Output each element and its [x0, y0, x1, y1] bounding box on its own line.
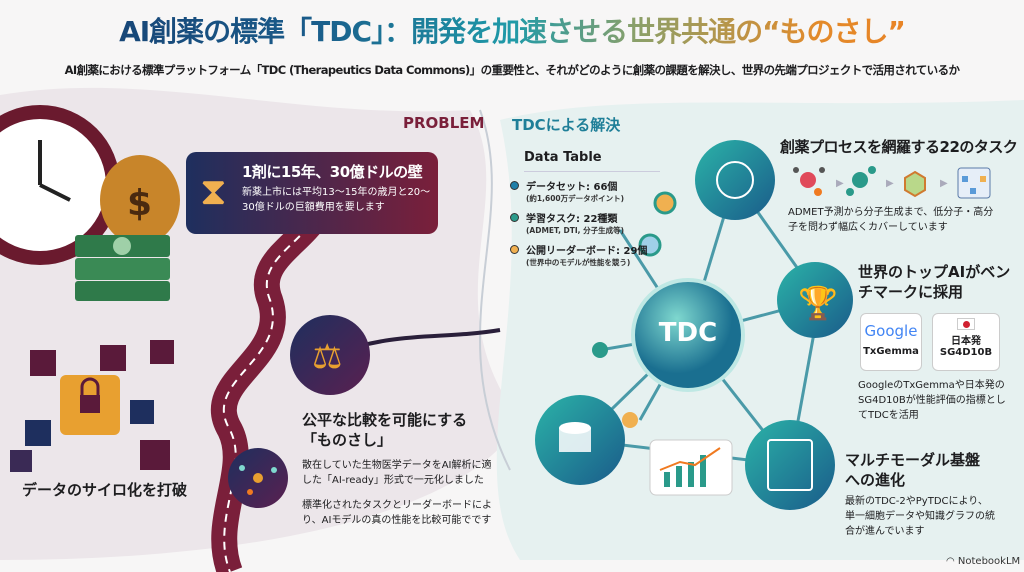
cost-desc: 新薬上市には平均13〜15年の歳月と20〜30億ドルの巨額費用を要します [242, 187, 431, 213]
data-table-item: 公開リーダーボード: 29個(世界中のモデルが性能を競う) [510, 242, 660, 268]
svg-text:▶: ▶ [886, 178, 894, 189]
benchmark-desc: GoogleのTxGemmaや日本発のSG4D10Bが性能評価の指標としてTDC… [858, 380, 1006, 421]
multimodal-desc: 最新のTDC-2やPyTDCにより、単一細胞データや知識グラフの統合が進んでいま… [845, 496, 995, 537]
ruler-desc-2: 標準化されたタスクとリーダーボードにより、AIモデルの真の性能を比較可能でです [302, 500, 492, 526]
sg4d10b-card: 日本発 SG4D10B [932, 313, 1000, 371]
notebooklm-logo-icon: ◠ [946, 556, 958, 567]
molecule-pipeline-icons: ▶ ▶ ▶ [793, 166, 991, 199]
clock-icon [0, 105, 120, 265]
page-subtitle: AI創薬における標準プラットフォーム「TDC (Therapeutics Dat… [64, 63, 960, 77]
hourglass-icon: ⧗ [200, 169, 227, 213]
section-solution: TDCによる解決 [512, 116, 621, 134]
svg-text:▶: ▶ [940, 178, 948, 189]
svg-text:▶: ▶ [836, 178, 844, 189]
data-table-item: 学習タスク: 22種類(ADMET, DTI, 分子生成等) [510, 210, 660, 236]
tasks-desc: ADMET予測から分子生成まで、低分子・高分子を問わず幅広くカバーしています [788, 207, 994, 233]
tasks-title: 創薬プロセスを網羅する22のタスク [780, 138, 1018, 156]
growth-chart-card [649, 439, 733, 496]
section-problem: PROBLEM [403, 114, 485, 132]
ruler-desc-1: 散在していた生物医学データをAI解析に適した「AI-ready」形式で一元化しま… [302, 460, 492, 486]
svg-text:🏆: 🏆 [798, 284, 838, 322]
multimodal-title: マルチモーダル基盤への進化 [845, 451, 981, 489]
page-title: AI創薬の標準「TDC」：開発を加速させる世界共通の“ものさし” [0, 10, 1024, 50]
data-table: Data Table データセット: 66個(約1,600万データポイント) 学… [510, 150, 660, 268]
ruler-title: 公平な比較を可能にする「ものさし」 [302, 411, 468, 449]
money-bag-icon: $ [100, 155, 180, 245]
ruler-block: 公平な比較を可能にする「ものさし」 散在していた生物医学データをAI解析に適した… [302, 410, 492, 528]
trophy-icon [777, 262, 853, 338]
scale-icon [290, 315, 370, 395]
network-globe-icon [695, 140, 775, 220]
data-silo-cubes-icon [10, 340, 174, 472]
svg-text:$: $ [127, 183, 152, 224]
data-table-item: データセット: 66個(約1,600万データポイント) [510, 178, 660, 204]
data-table-title: Data Table [524, 150, 660, 172]
hub-label: TDC [658, 318, 718, 348]
txgemma-card: Google TxGemma [860, 313, 922, 371]
tdc-hub [631, 278, 745, 392]
svg-text:⚖: ⚖ [312, 337, 342, 377]
japan-flag-icon [957, 318, 975, 330]
google-logo: Google [864, 322, 918, 340]
benchmark-title: 世界のトップAIがベンチマークに採用 [858, 263, 1011, 301]
dashboard-chart-icon [745, 420, 835, 510]
notebooklm-brand: ◠ NotebookLM [946, 556, 1021, 567]
silo-title: データのサイロ化を打破 [22, 481, 188, 499]
cost-callout: ⧗ 1剤に15年、30億ドルの壁 新薬上市には平均13〜15年の歳月と20〜30… [186, 152, 438, 234]
cost-title: 1剤に15年、30億ドルの壁 [242, 163, 423, 181]
banknotes-icon [75, 235, 170, 301]
